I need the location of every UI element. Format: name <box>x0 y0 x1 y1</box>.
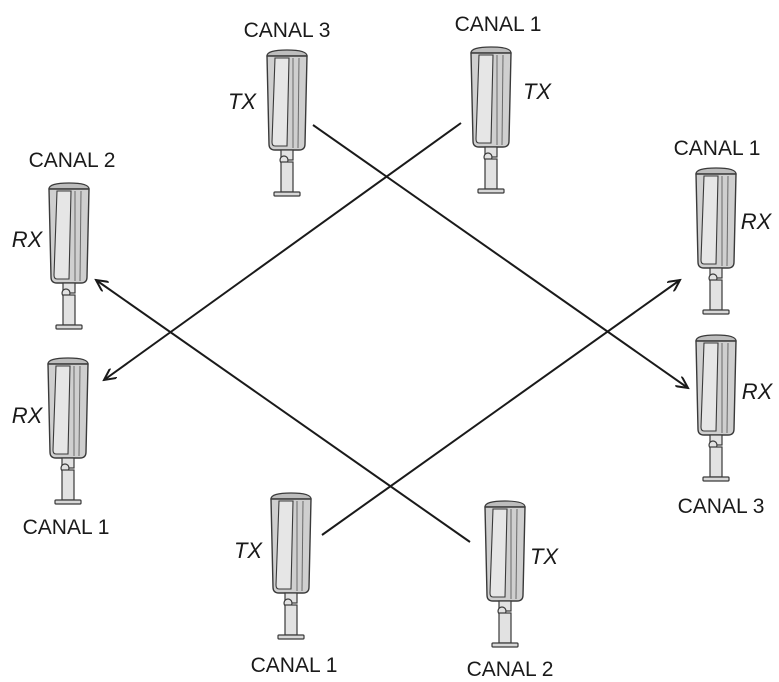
channel-label: CANAL 3 <box>678 495 765 518</box>
role-label: RX <box>741 209 773 234</box>
sensor-tx-top-right: CANAL 1 TX <box>455 13 552 194</box>
sensor-rx-right-upper: CANAL 1 RX <box>674 137 773 315</box>
sensor-column-icon <box>484 500 526 648</box>
sensor-column-icon <box>695 167 737 315</box>
channel-label: CANAL 1 <box>455 13 542 36</box>
sensor-column-icon <box>695 334 737 482</box>
beam-canal1-bottom-to-right <box>321 280 680 536</box>
channel-label: CANAL 1 <box>674 137 761 160</box>
channel-label: CANAL 1 <box>251 654 338 677</box>
channel-label: CANAL 2 <box>29 149 116 172</box>
sensor-column-icon <box>270 492 312 640</box>
sensor-rx-left-lower: CANAL 1 RX <box>12 357 110 539</box>
role-label: TX <box>234 538 263 563</box>
sensor-tx-top-left: CANAL 3 TX <box>228 19 331 197</box>
channel-label: CANAL 3 <box>244 19 331 42</box>
sensor-tx-bottom-left: CANAL 1 TX <box>234 492 338 677</box>
role-label: TX <box>523 79 552 104</box>
role-label: RX <box>12 403 44 428</box>
channel-label: CANAL 1 <box>23 516 110 539</box>
beam-lines <box>96 122 688 543</box>
sensor-rx-right-lower: CANAL 3 RX <box>678 334 774 518</box>
beam-canal1-top-to-left <box>104 122 462 380</box>
sensor-tx-bottom-right: CANAL 2 TX <box>467 500 559 681</box>
sensor-column-icon <box>266 49 308 197</box>
role-label: RX <box>742 379 774 404</box>
channel-label: CANAL 2 <box>467 658 554 681</box>
role-label: TX <box>530 544 559 569</box>
sensor-rx-left-upper: CANAL 2 RX <box>12 149 116 330</box>
beam-canal3-top-to-right <box>312 124 688 388</box>
sensor-column-icon <box>48 182 90 330</box>
sensor-column-icon <box>47 357 89 505</box>
sensor-column-icon <box>470 46 512 194</box>
beam-canal2-bottom-to-left <box>96 280 471 543</box>
role-label: RX <box>12 227 44 252</box>
role-label: TX <box>228 89 257 114</box>
